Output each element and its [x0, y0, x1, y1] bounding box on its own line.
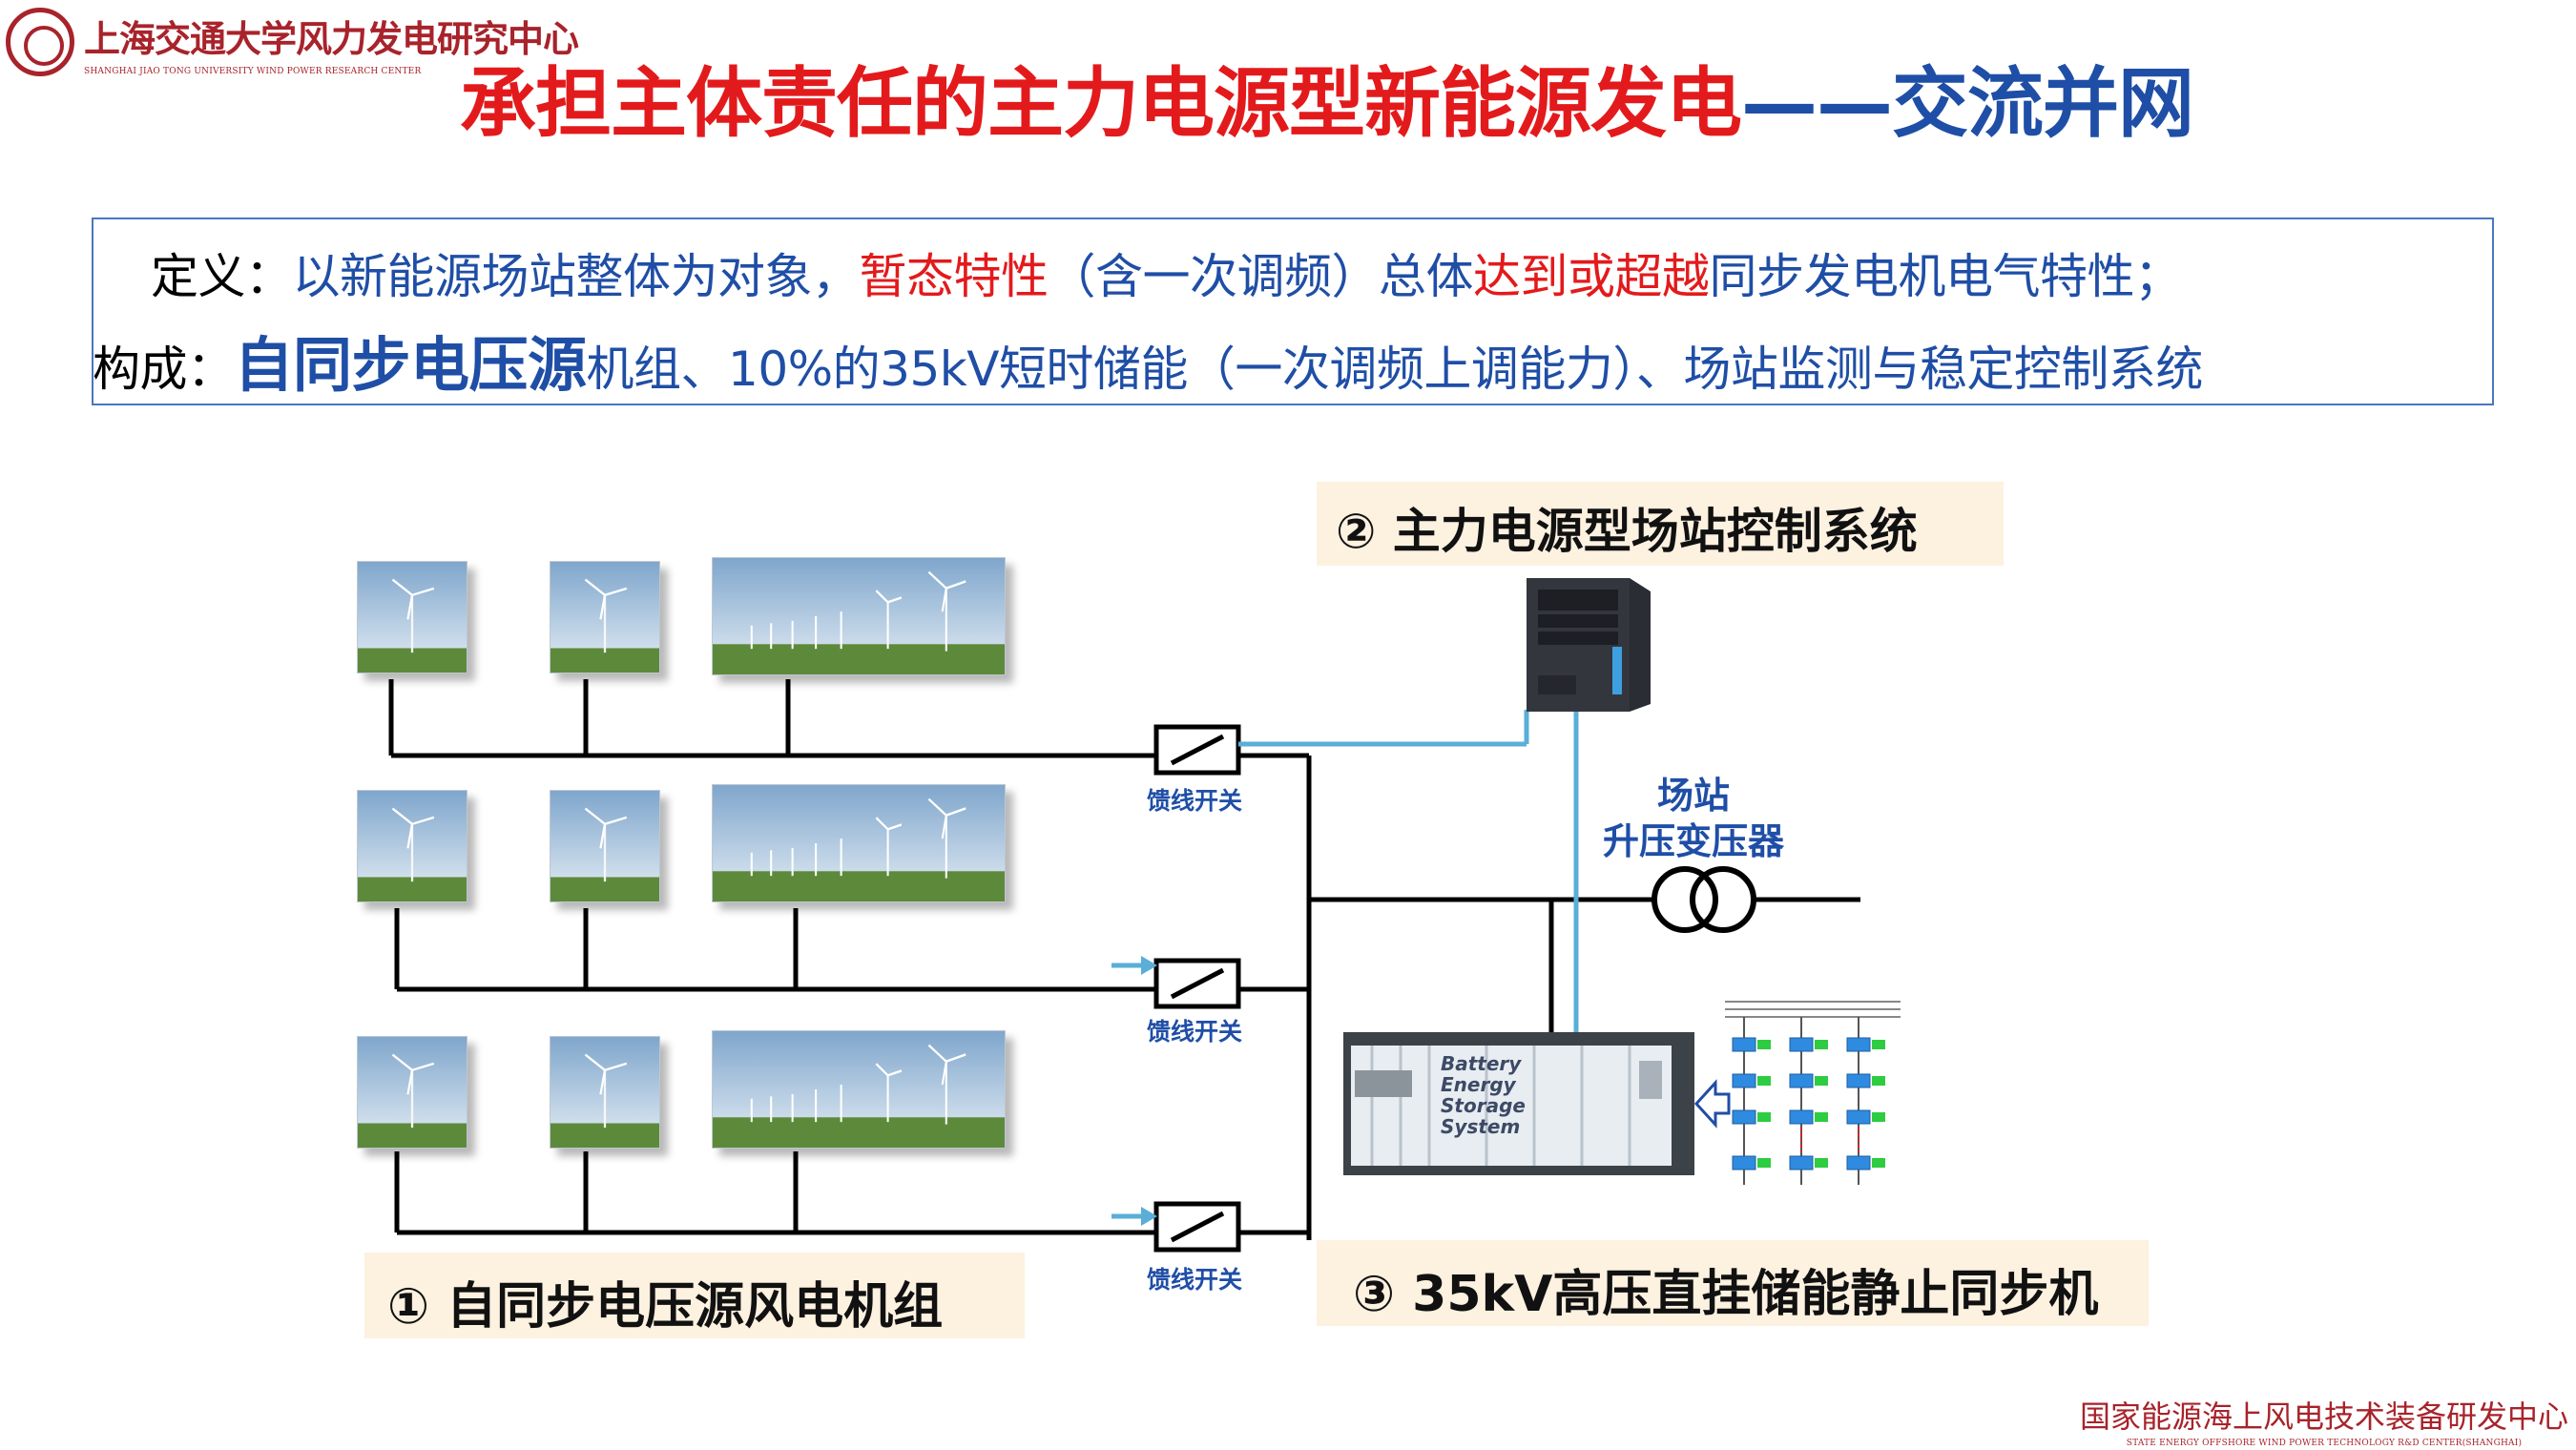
bess-text: Battery Energy Storage System [1441, 1053, 1526, 1137]
battery-module-schematic [1725, 994, 1901, 1194]
wind-turbine-photo [550, 790, 660, 902]
wind-farm-photo [712, 557, 1006, 675]
transformer-label-line1: 场站 [1657, 775, 1731, 817]
wind-turbine-photo [357, 1036, 467, 1149]
composition-line: 构成：自同步电压源机组、10%的35kV短时储能（一次调频上调能力）、场站监测与… [93, 317, 2203, 403]
feeder-switch-label: 馈线开关 [1147, 787, 1243, 815]
wind-turbine-photo [357, 561, 467, 673]
feeder-switches [1153, 724, 1241, 1253]
logo-name: 上海交通大学风力发电研究中心 [84, 17, 579, 60]
definition-text-d: 达到或超越 [1473, 249, 1710, 304]
transformer-symbol [1652, 866, 1756, 933]
definition-text-a: 以新能源场站整体为对象， [292, 249, 861, 304]
definition-label: 定义： [151, 249, 293, 304]
wind-turbine-photo [550, 1036, 660, 1149]
title-dash: —— [1741, 59, 1893, 148]
title-suffix: 交流并网 [1892, 59, 2194, 148]
composition-text-a: 自同步电压源 [234, 330, 588, 400]
turbine-group-label: ① 自同步电压源风电机组 [364, 1253, 1025, 1338]
footer-subtitle: STATE ENERGY OFFSHORE WIND POWER TECHNOL… [2126, 1439, 2523, 1448]
bess-word: Storage [1441, 1094, 1526, 1117]
wind-farm-photo [712, 784, 1006, 902]
university-logo: 上海交通大学风力发电研究中心 SHANGHAI JIAO TONG UNIVER… [6, 8, 579, 84]
storage-system-label: ③ 35kV高压直挂储能静止同步机 [1317, 1240, 2149, 1326]
page-title: 承担主体责任的主力电源型新能源发电——交流并网 [460, 42, 2194, 153]
transformer-label: 场站 升压变压器 [1603, 773, 1784, 864]
computer-tower-icon [1517, 570, 1660, 712]
definition-text-b: 暂态特性 [859, 249, 1049, 304]
composition-text-b: 机组、10%的35kV短时储能（一次调频上调能力）、场站监测与稳定控制系统 [586, 342, 2204, 397]
composition-label: 构成： [93, 342, 235, 397]
definition-text-c: （含一次调频）总体 [1048, 249, 1474, 304]
feeder-switch-label: 馈线开关 [1147, 1266, 1243, 1294]
storage-arrow [1693, 1079, 1731, 1129]
wind-turbine-photo [357, 790, 467, 902]
battery-storage-container: Battery Energy Storage System [1343, 1032, 1694, 1175]
signal-arrowheads [1141, 956, 1157, 1226]
bess-word: System [1441, 1115, 1521, 1138]
logo-subtitle: SHANGHAI JIAO TONG UNIVERSITY WIND POWER… [84, 67, 422, 76]
footer-title: 国家能源海上风电技术装备研发中心 [2080, 1398, 2569, 1435]
university-seal-icon [6, 8, 74, 76]
footer-logo: 国家能源海上风电技术装备研发中心 STATE ENERGY OFFSHORE W… [2080, 1393, 2568, 1448]
bess-word: Battery [1441, 1052, 1522, 1075]
wind-turbine-photo [550, 561, 660, 673]
bess-word: Energy [1441, 1073, 1516, 1096]
definition-text-e: 同步发电机电气特性； [1709, 249, 2183, 304]
wind-farm-photo [712, 1030, 1006, 1149]
control-system-label: ② 主力电源型场站控制系统 [1317, 482, 2004, 566]
title-main: 承担主体责任的主力电源型新能源发电 [460, 59, 1742, 148]
definition-box: 定义：以新能源场站整体为对象，暂态特性（含一次调频）总体达到或超越同步发电机电气… [92, 218, 2494, 405]
feeder-switch-label: 馈线开关 [1147, 1018, 1243, 1046]
power-lines [388, 679, 1860, 1240]
transformer-label-line2: 升压变压器 [1603, 820, 1785, 862]
definition-line: 定义：以新能源场站整体为对象，暂态特性（含一次调频）总体达到或超越同步发电机电气… [151, 238, 2182, 307]
